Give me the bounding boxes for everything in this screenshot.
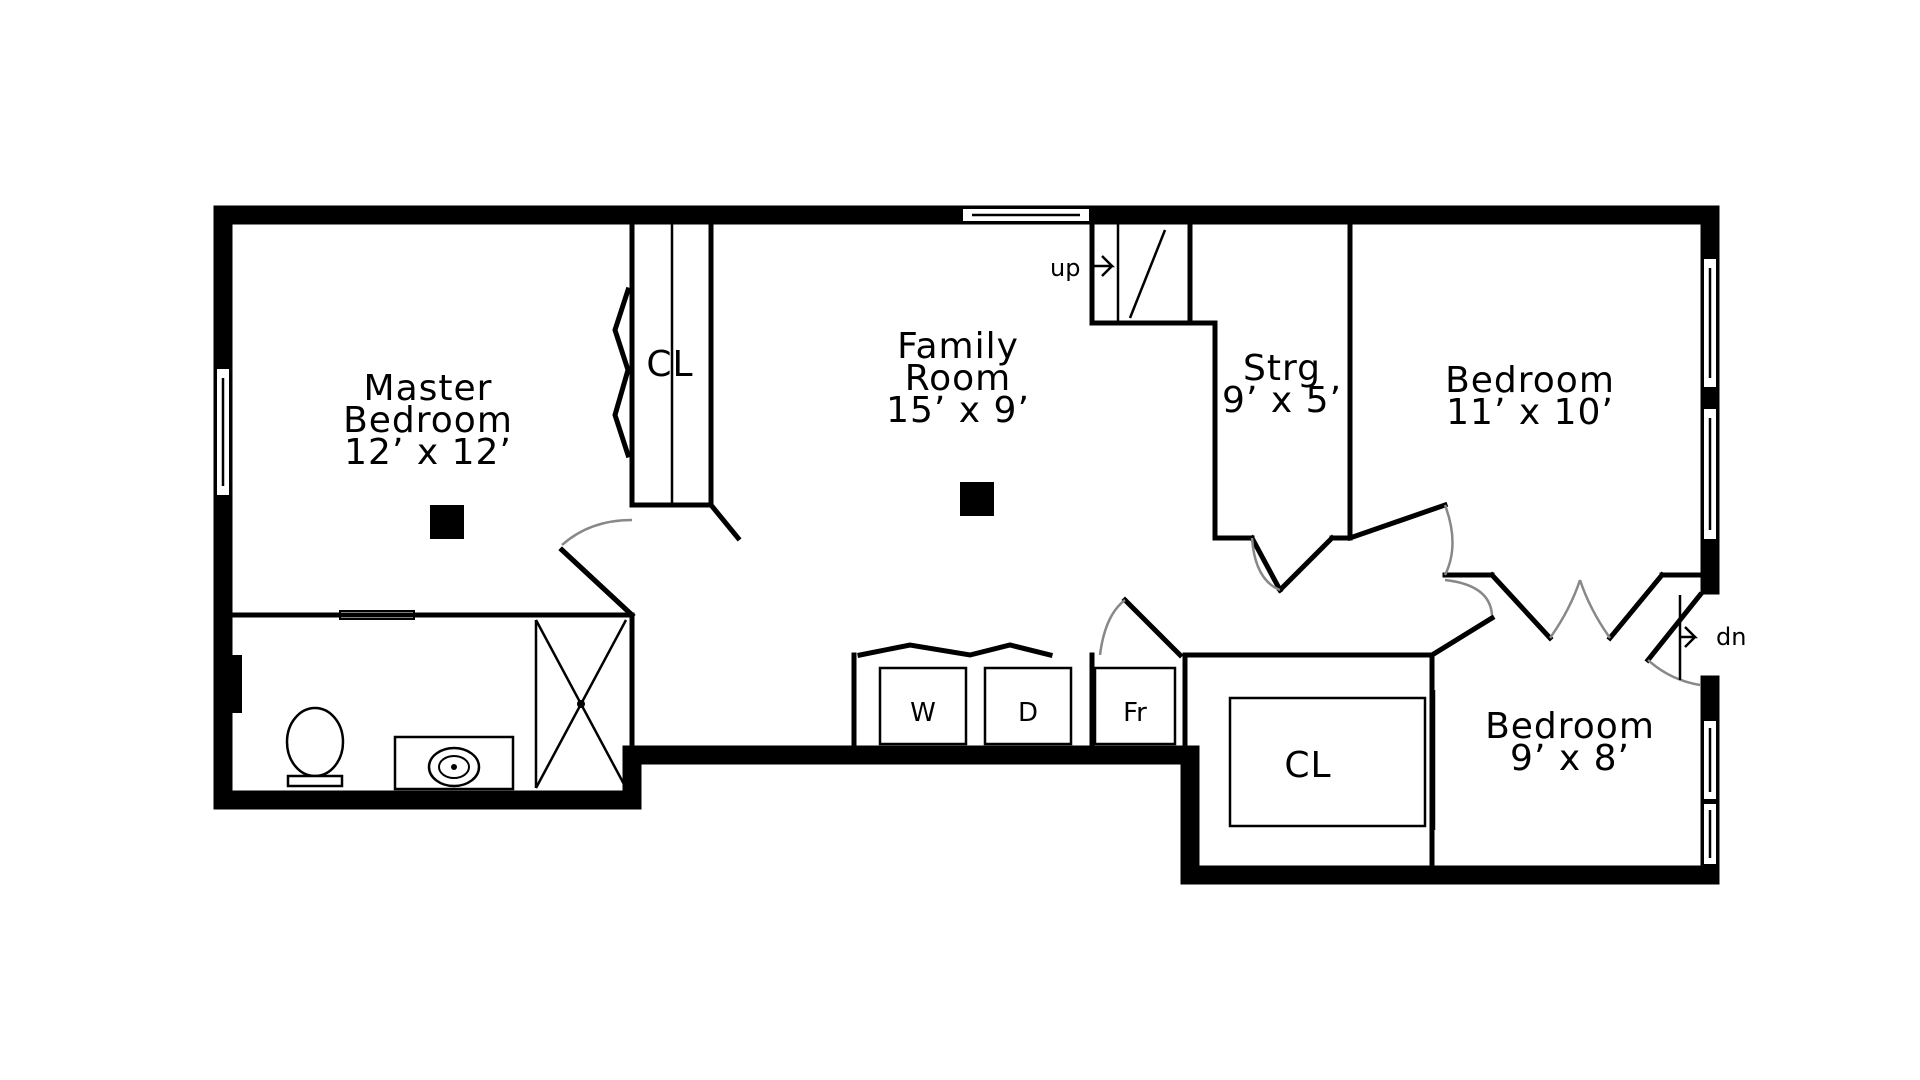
- bedroom-upper-name: Bedroom: [1445, 360, 1615, 401]
- master-closet-label: CL: [646, 344, 693, 385]
- stair-up-arrow: [1092, 255, 1116, 277]
- family-name-line1: Family: [897, 326, 1019, 367]
- washer: [878, 666, 968, 746]
- fixtures: [232, 255, 1699, 828]
- stair-down-arrow: [1680, 626, 1699, 648]
- fridge: [1093, 666, 1177, 746]
- stair-down-label: dn: [1716, 623, 1746, 651]
- hall-closet-shelf: [1228, 696, 1427, 828]
- stair-down-door: [1644, 591, 1704, 664]
- storage-door: [1248, 534, 1284, 594]
- windows: [215, 207, 1718, 866]
- bedroom-lower-size: 9’ x 8’: [1510, 738, 1630, 779]
- family-name-line2: Room: [905, 358, 1012, 399]
- storage-size: 9’ x 5’: [1222, 380, 1342, 421]
- master-entry-door: [558, 546, 636, 619]
- toilet: [285, 706, 345, 778]
- master-name-line1: Master: [364, 368, 493, 409]
- doors: [558, 286, 1704, 687]
- stair-up-label: up: [1050, 254, 1080, 282]
- dryer: [983, 666, 1073, 746]
- bedroom-upper-door: [1346, 501, 1449, 542]
- bedroom-lower-name: Bedroom: [1485, 706, 1655, 747]
- bedroom-lower-door: [1428, 614, 1496, 659]
- hall-closet-double-door: [1488, 571, 1554, 642]
- washer-label: W: [910, 698, 936, 728]
- dryer-label: D: [1018, 698, 1038, 728]
- storage-name: Strg: [1243, 348, 1321, 389]
- laundry-bifold-door: [857, 642, 1054, 659]
- master-name-line2: Bedroom: [343, 400, 513, 441]
- master-closet-bifold-door: [612, 286, 632, 459]
- heat-vent-family: [960, 482, 994, 516]
- heat-vent-master: [430, 505, 464, 539]
- bedroom-upper-size: 11’ x 10’: [1446, 392, 1614, 433]
- family-size: 15’ x 9’: [886, 390, 1030, 431]
- master-size: 12’ x 12’: [344, 432, 512, 473]
- hall-closet-label: CL: [1284, 745, 1331, 786]
- room-labels: Master Bedroom 12’ x 12’ Family Room 15’…: [343, 254, 1746, 786]
- fridge-label: Fr: [1123, 698, 1147, 728]
- shower-drain: [577, 700, 585, 708]
